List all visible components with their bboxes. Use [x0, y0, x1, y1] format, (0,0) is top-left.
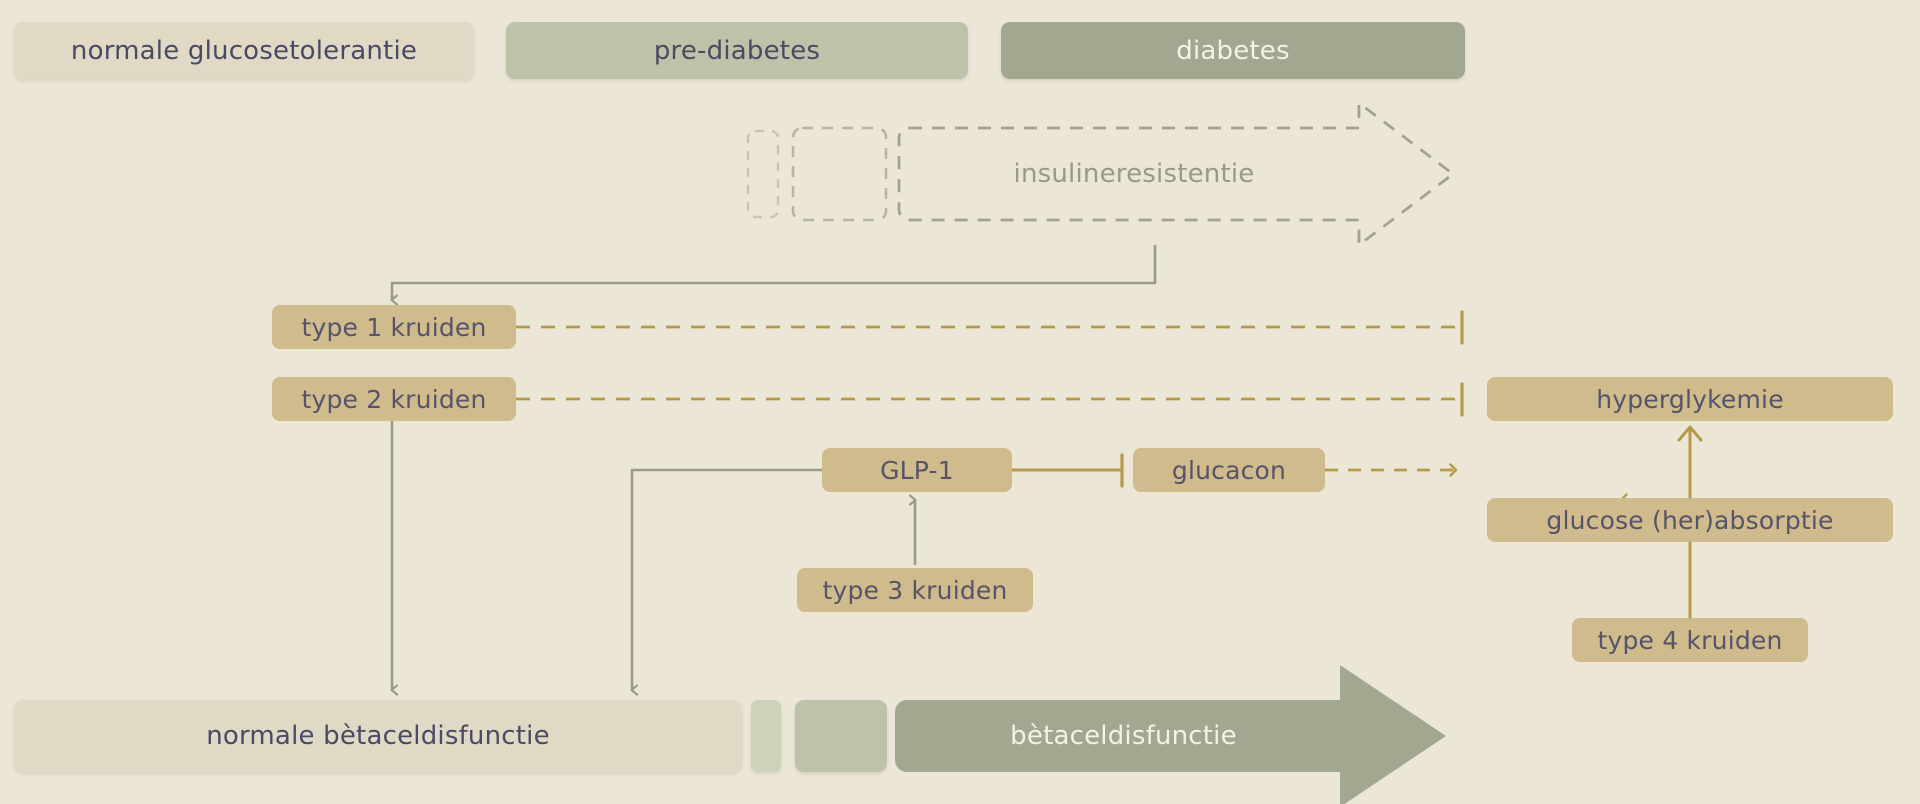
edge-type4-inhibits-glucose: [1672, 538, 1708, 620]
insulineresistentie-label: insulineresistentie: [909, 146, 1359, 202]
edge-type2-inhibits-hyperglykemie: [516, 382, 1464, 417]
box-label: glucose (her)absorptie: [1546, 505, 1834, 535]
stage-bar-normale-glucosetolerantie[interactable]: normale glucosetolerantie: [14, 22, 474, 79]
box-type-2-kruiden[interactable]: type 2 kruiden: [272, 377, 516, 421]
bottom-chip-pre-small[interactable]: [751, 700, 781, 772]
box-label: glucacon: [1171, 455, 1287, 485]
box-label: type 1 kruiden: [301, 312, 487, 342]
stage-bar-label: pre-diabetes: [653, 35, 821, 66]
bottom-bar-label: normale bètaceldisfunctie: [206, 721, 550, 751]
box-hyperglykemie[interactable]: hyperglykemie: [1487, 377, 1893, 421]
box-label: type 3 kruiden: [822, 575, 1008, 605]
box-glp-1[interactable]: GLP-1: [822, 448, 1012, 492]
edge-glucose-to-hyperglykemie-visual: [1677, 425, 1703, 502]
edge-glp1-to-betacel: [632, 468, 822, 690]
stage-bar-pre-diabetes[interactable]: pre-diabetes: [506, 22, 968, 79]
betaceldisfunctie-arrow-label[interactable]: bètaceldisfunctie: [907, 700, 1340, 772]
box-type-3-kruiden[interactable]: type 3 kruiden: [797, 568, 1033, 612]
box-glucose-herabsorptie[interactable]: glucose (her)absorptie: [1487, 498, 1893, 542]
box-label: hyperglykemie: [1596, 384, 1784, 414]
stage-bar-label: diabetes: [1176, 35, 1290, 66]
box-label: type 4 kruiden: [1597, 625, 1783, 655]
insulineresistentie-text: insulineresistentie: [1013, 159, 1255, 189]
edge-insulin-to-type1: [392, 245, 1157, 300]
box-type-4-kruiden[interactable]: type 4 kruiden: [1572, 618, 1808, 662]
box-glucacon[interactable]: glucacon: [1133, 448, 1325, 492]
bottom-bar-normale-betaceldisfunctie[interactable]: normale bètaceldisfunctie: [14, 700, 742, 772]
box-label: GLP-1: [880, 455, 954, 485]
bottom-chip-pre-large[interactable]: [795, 700, 887, 772]
stage-bar-diabetes[interactable]: diabetes: [1001, 22, 1465, 79]
edge-type1-inhibits-hyperglykemie: [516, 310, 1464, 345]
stage-bar-label: normale glucosetolerantie: [70, 35, 418, 66]
box-label: type 2 kruiden: [301, 384, 487, 414]
bottom-arrow-label: bètaceldisfunctie: [1010, 721, 1237, 751]
edge-glp1-inhibits-glucacon: [1012, 453, 1124, 488]
box-type-1-kruiden[interactable]: type 1 kruiden: [272, 305, 516, 349]
